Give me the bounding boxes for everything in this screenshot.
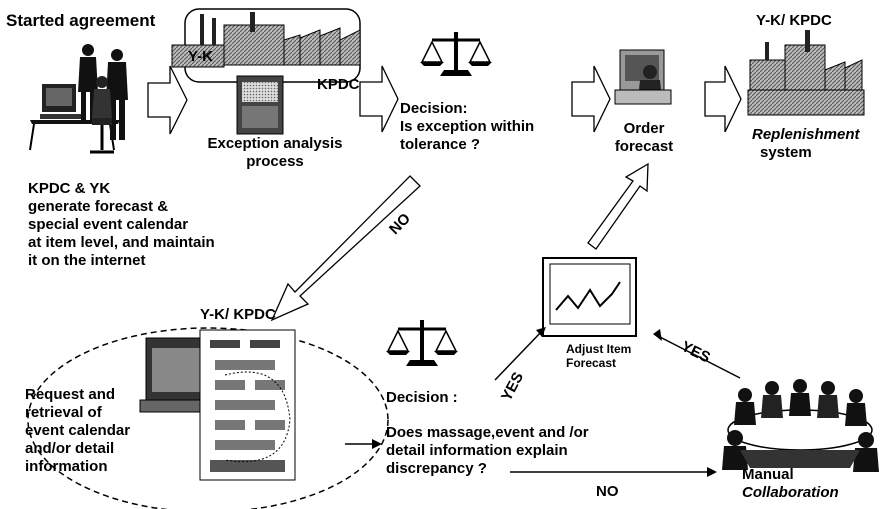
balance-scale-icon — [386, 320, 458, 366]
order-forecast-label: Order forecast — [614, 120, 674, 155]
computer-with-flowchart-documents-icon — [139, 329, 296, 481]
no-arrow-to-collaboration — [510, 467, 717, 477]
decision-discrepancy-title: Decision : — [386, 389, 458, 406]
exception-process-label: Exception analysis process — [207, 135, 343, 170]
yes-arrow-to-adjust — [494, 327, 546, 381]
yk-kpdc-bottom-label: Y-K/ KPDC — [200, 306, 276, 323]
arrow-to-decision2 — [345, 439, 382, 449]
flow-arrow — [704, 65, 742, 133]
manual-collaboration-label: Manual Collaboration — [742, 466, 839, 501]
operator-at-terminal-icon — [614, 49, 672, 105]
yk-label: Y-K — [188, 48, 214, 65]
decision-discrepancy-text: Does massage,event and /or detail inform… — [386, 424, 589, 477]
dashed-boundary — [27, 327, 389, 509]
yk-kpdc-top-label: Y-K/ KPDC — [756, 12, 832, 29]
flow-arrow — [359, 65, 399, 133]
started-agreement-label: Started agreement — [6, 11, 156, 30]
kpdc-yk-description: KPDC & YK generate forecast & special ev… — [28, 180, 215, 269]
request-retrieval-label: Request and retrieval of event calendar … — [25, 386, 131, 475]
replenishment-label: Replenishment system — [752, 126, 860, 161]
decision-tolerance-label: Decision: Is exception within tolerance … — [400, 100, 535, 153]
line-chart-board-icon — [542, 257, 637, 337]
server-cabinet-icon — [236, 75, 284, 135]
meeting-table-people-icon — [722, 379, 879, 472]
flow-arrow — [147, 65, 188, 135]
up-flow-arrow — [587, 162, 649, 250]
kpdc-label: KPDC — [317, 76, 360, 93]
no-flow-arrow — [270, 175, 421, 322]
factory-icon — [747, 30, 865, 116]
flow-arrow — [571, 65, 611, 133]
yes-arrow-from-collaboration — [653, 329, 741, 379]
balance-scale-icon — [420, 32, 492, 76]
no-bottom-label: NO — [596, 483, 619, 500]
factory-icon — [171, 8, 361, 83]
office-workers-at-computer-icon — [29, 44, 128, 154]
adjust-forecast-label: Adjust Item Forecast — [566, 342, 632, 370]
